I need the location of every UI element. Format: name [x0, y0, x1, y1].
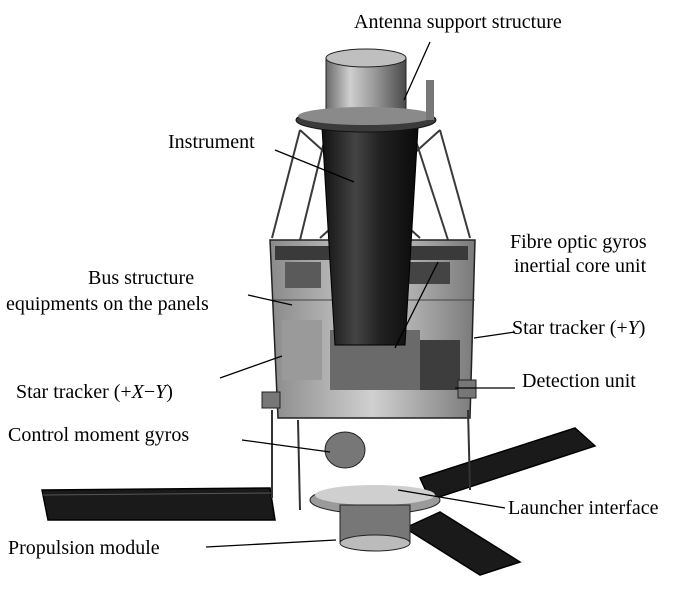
propulsion-assembly	[309, 431, 441, 552]
label-antenna-support: Antenna support structure	[354, 11, 562, 33]
label-star-tracker-y-pre: Star tracker (+	[512, 317, 628, 339]
solar-array-left	[41, 487, 276, 521]
label-star-tracker-xy: Star tracker (+X−Y)	[16, 381, 173, 403]
label-star-tracker-xy-post: )	[166, 381, 173, 403]
solar-array-right-lower	[403, 511, 522, 576]
label-star-tracker-y: Star tracker (+Y)	[512, 317, 645, 339]
label-launcher-interface: Launcher interface	[508, 497, 659, 519]
label-bus-equipments: equipments on the panels	[6, 293, 209, 315]
label-star-tracker-xy-y: Y	[155, 381, 167, 403]
label-fibre-optic-gyros: Fibre optic gyros	[510, 231, 647, 253]
label-star-tracker-xy-pre: Star tracker (+	[16, 381, 132, 403]
label-propulsion-module: Propulsion module	[8, 537, 160, 559]
label-star-tracker-xy-x: X	[131, 381, 144, 403]
leader-lines	[205, 41, 516, 548]
solar-array-right-upper	[418, 427, 597, 501]
label-star-tracker-xy-mid: −	[143, 381, 156, 403]
label-inertial-core-unit: inertial core unit	[514, 255, 647, 277]
instrument-cylinder	[321, 127, 419, 346]
label-bus-structure: Bus structure	[88, 267, 195, 289]
label-instrument: Instrument	[168, 131, 255, 153]
label-detection-unit: Detection unit	[522, 370, 636, 392]
label-star-tracker-y-axis: Y	[627, 317, 639, 339]
antenna-support	[295, 48, 437, 133]
landing-legs	[271, 409, 471, 511]
label-star-tracker-y-post: )	[638, 317, 646, 339]
label-control-moment-gyros: Control moment gyros	[8, 424, 190, 446]
